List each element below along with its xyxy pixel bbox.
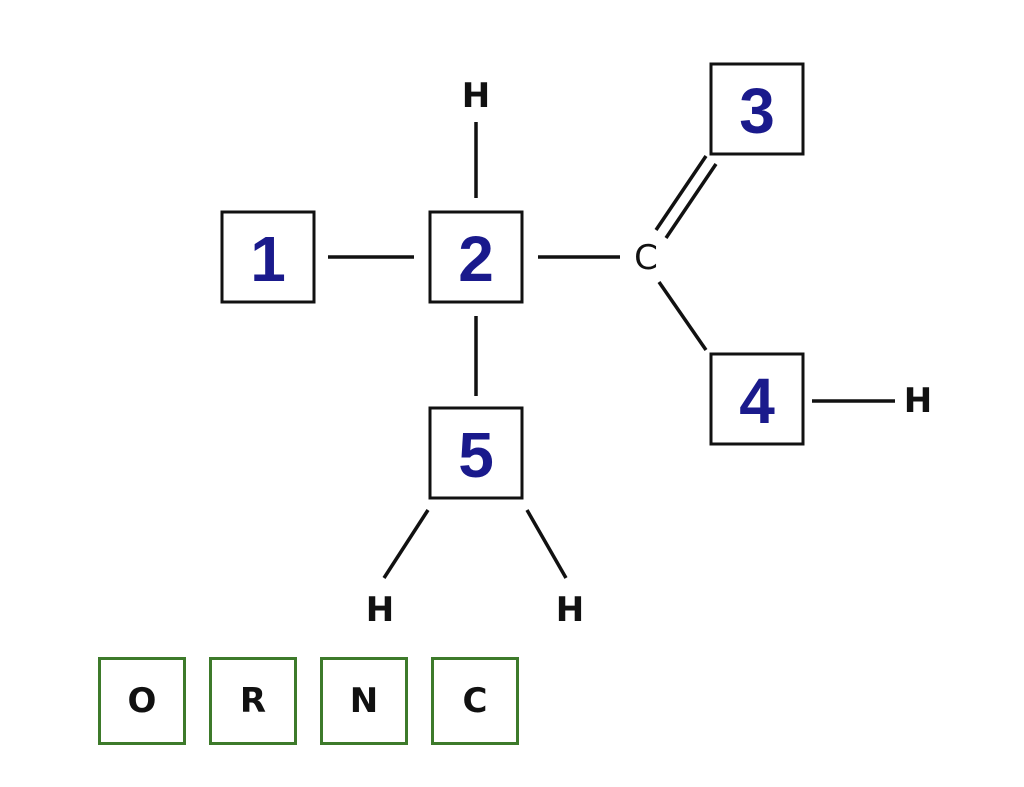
answer-tile-c[interactable]: C	[431, 657, 519, 745]
slot-number: 1	[250, 223, 286, 295]
slot-number: 2	[458, 223, 494, 295]
slot-number: 3	[739, 75, 775, 147]
slot-1[interactable]: 1	[220, 210, 316, 304]
atom-h-bottom-left: H	[366, 590, 394, 630]
answer-tile-o[interactable]: O	[98, 657, 186, 745]
slot-number: 5	[458, 419, 494, 491]
answer-tile-n[interactable]: N	[320, 657, 408, 745]
bond-c-4	[657, 281, 708, 351]
answer-tile-r[interactable]: R	[209, 657, 297, 745]
atom-h-bottom-right: H	[556, 590, 584, 630]
bond-5-h-right	[525, 509, 568, 579]
slot-4[interactable]: 4	[709, 352, 805, 446]
atom-h-right: H	[904, 381, 932, 421]
bond-5-h-left	[382, 509, 430, 579]
slot-5[interactable]: 5	[428, 406, 524, 500]
slot-2[interactable]: 2	[428, 210, 524, 304]
slot-number: 4	[739, 365, 775, 437]
slot-3[interactable]: 3	[709, 62, 805, 156]
atom-h-top: H	[462, 76, 490, 116]
double-bond-c-3-a	[654, 155, 708, 231]
double-bond-c-3-b	[664, 163, 718, 239]
atom-carbon: C	[634, 238, 658, 278]
